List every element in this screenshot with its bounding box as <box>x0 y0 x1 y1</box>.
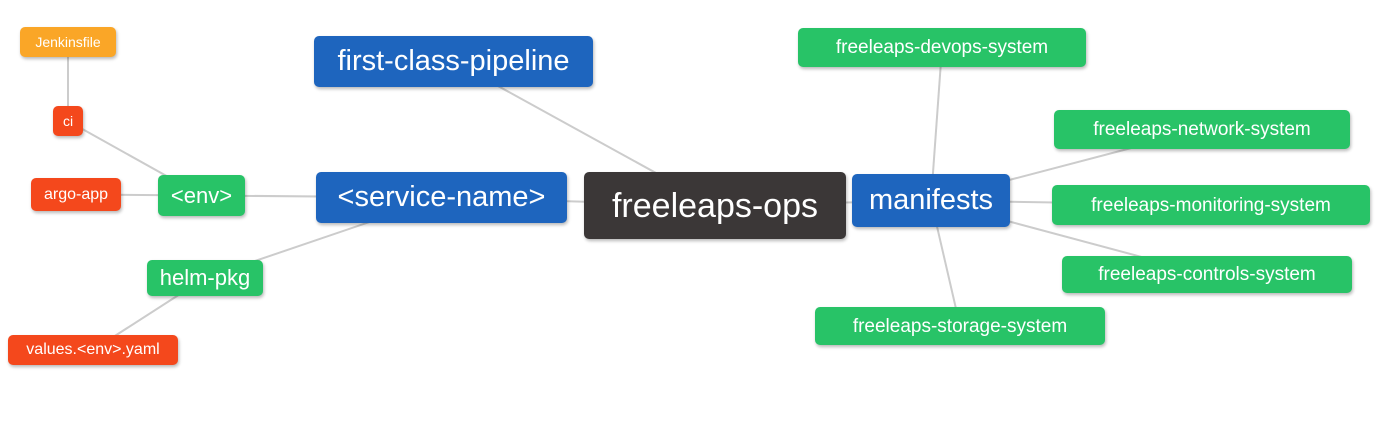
node-freeleaps-controls-system[interactable]: freeleaps-controls-system <box>1062 256 1352 293</box>
node-freeleaps-storage-system[interactable]: freeleaps-storage-system <box>815 307 1105 345</box>
node-argo-app[interactable]: argo-app <box>31 178 121 211</box>
node-jenkinsfile[interactable]: Jenkinsfile <box>20 27 116 57</box>
node-freeleaps-network-system[interactable]: freeleaps-network-system <box>1054 110 1350 149</box>
node-service-name[interactable]: <service-name> <box>316 172 567 223</box>
node-env[interactable]: <env> <box>158 175 245 216</box>
node-freeleaps-monitoring-system[interactable]: freeleaps-monitoring-system <box>1052 185 1370 225</box>
node-values-env-yaml[interactable]: values.<env>.yaml <box>8 335 178 365</box>
node-ci[interactable]: ci <box>53 106 83 136</box>
node-manifests[interactable]: manifests <box>852 174 1010 227</box>
node-helm-pkg[interactable]: helm-pkg <box>147 260 263 296</box>
node-first-class-pipeline[interactable]: first-class-pipeline <box>314 36 593 87</box>
node-freeleaps-devops-system[interactable]: freeleaps-devops-system <box>798 28 1086 67</box>
node-freeleaps-ops[interactable]: freeleaps-ops <box>584 172 846 239</box>
